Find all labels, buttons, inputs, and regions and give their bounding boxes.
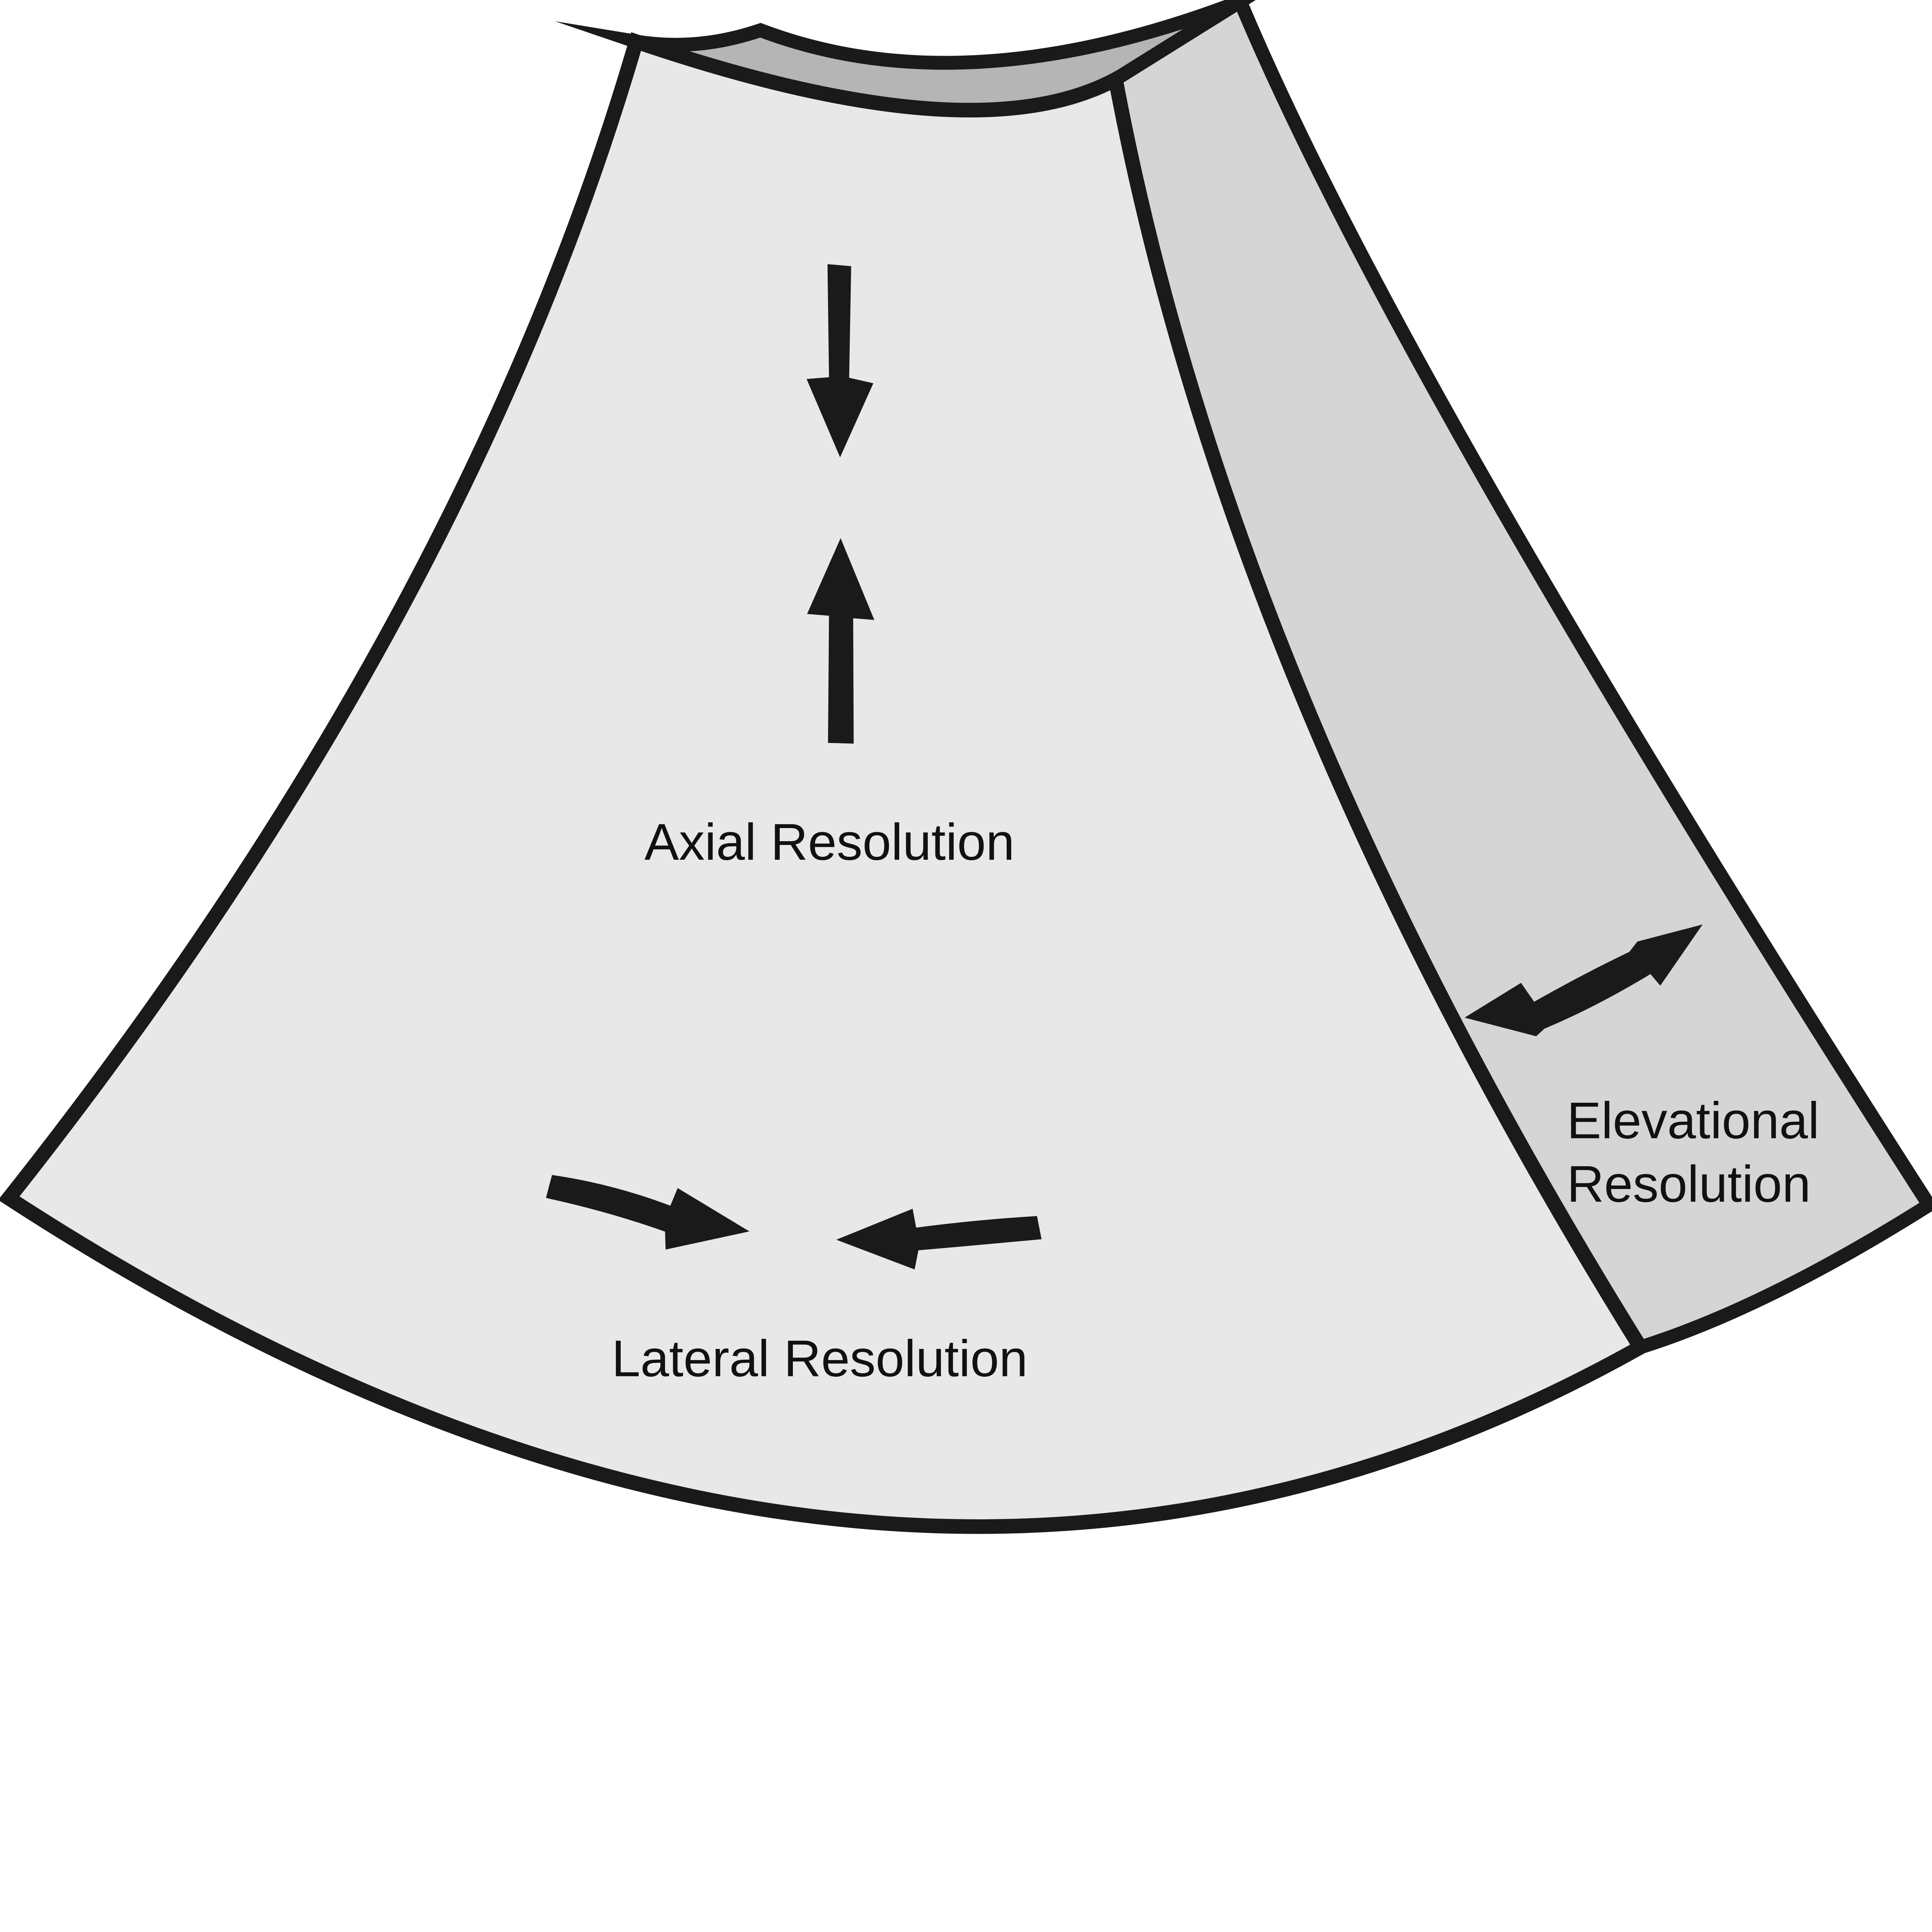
lateral-resolution-label: Lateral Resolution — [612, 1330, 1028, 1388]
elevational-resolution-label-line1: Elevational — [1567, 1092, 1820, 1150]
elevational-resolution-label-line2: Resolution — [1567, 1155, 1811, 1213]
scan-plane-face — [0, 32, 1651, 1534]
lateral-right-arrow-icon — [836, 1209, 1042, 1270]
ultrasound-beam-diagram: Axial Resolution Lateral Resolution Elev… — [0, 0, 1932, 1534]
figure-canvas: Axial Resolution Lateral Resolution Elev… — [0, 0, 1932, 1534]
elevational-double-arrow-icon — [1464, 924, 1703, 1036]
axial-down-arrow-icon — [806, 264, 874, 457]
axial-up-arrow-icon — [807, 538, 874, 744]
lateral-left-arrow-icon — [546, 1175, 750, 1250]
axial-resolution-label: Axial Resolution — [645, 813, 1015, 871]
